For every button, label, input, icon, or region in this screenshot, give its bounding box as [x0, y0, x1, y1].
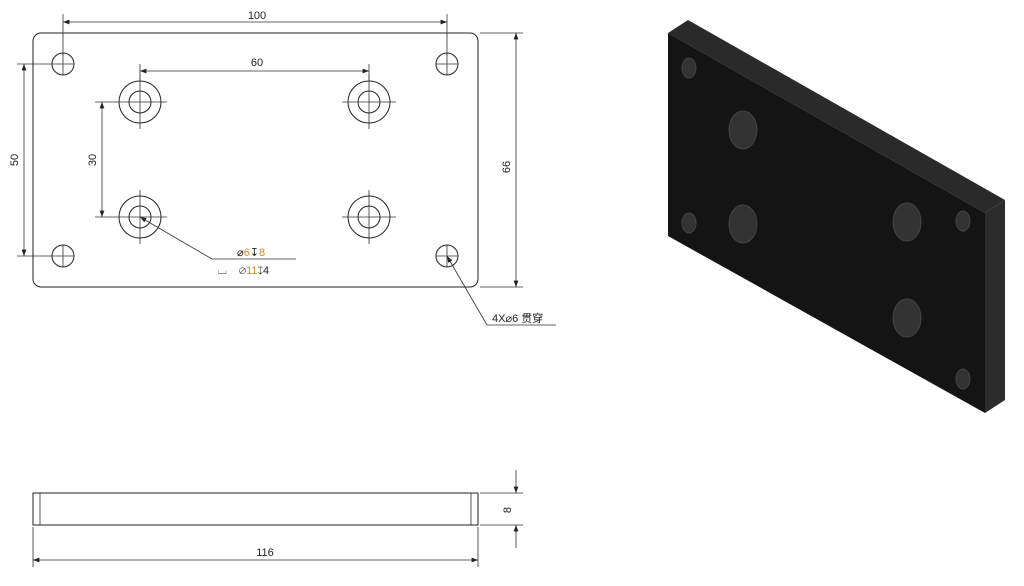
top-view: 100 60 30 50 66 ⌀6↧8 ⌴⌀11↧4 — [9, 10, 556, 326]
side-view: 8 116 — [32, 470, 523, 567]
dimension-116: 116 — [32, 527, 479, 567]
counterbore-hole — [342, 75, 396, 129]
through-hole — [435, 244, 459, 268]
diameter-symbol: ⌀ — [239, 265, 246, 277]
counterbore-hole — [342, 190, 396, 244]
depth-symbol: ↧ — [257, 265, 264, 277]
iso-counterbore-hole — [728, 110, 758, 150]
iso-counterbore-hole — [892, 202, 922, 242]
through-hole — [51, 244, 75, 268]
iso-through-hole — [681, 57, 697, 79]
front-face — [668, 33, 985, 413]
counterbore-hole — [113, 75, 167, 129]
through-hole-callout: 4X⌀6 贯穿 — [446, 255, 556, 326]
iso-through-hole — [955, 210, 971, 232]
through-hole — [51, 52, 75, 76]
dimension-100: 100 — [62, 10, 448, 56]
dim-label-hole-spacing-y: 30 — [87, 154, 99, 166]
top-edge-face — [668, 20, 1005, 213]
dim-label-length: 116 — [256, 547, 274, 559]
diameter-symbol: ⌀ — [237, 247, 244, 259]
callout-line-2: ⌴ ⌀11↧4 — [218, 265, 269, 277]
iso-through-hole — [955, 368, 971, 390]
hole-depth: 8 — [259, 247, 265, 259]
dimension-30: 30 — [87, 101, 113, 218]
dim-label-hole-spacing-x: 60 — [251, 57, 263, 69]
iso-through-hole — [681, 212, 697, 234]
through-hole — [435, 52, 459, 76]
dim-label-height: 66 — [501, 161, 513, 173]
counterbore-callout: ⌀6↧8 ⌴⌀11↧4 — [139, 216, 296, 277]
callout-line-1: ⌀6↧8 — [237, 247, 265, 259]
dimension-66: 66 — [480, 32, 523, 288]
callout-through-text: 4X⌀6 贯穿 — [492, 311, 543, 325]
isometric-view — [668, 20, 1005, 413]
dimension-8: 8 — [480, 470, 523, 548]
dimension-60: 60 — [139, 57, 370, 80]
dim-label-thickness: 8 — [502, 507, 514, 513]
iso-counterbore-hole — [728, 204, 758, 244]
side-outline — [32, 492, 479, 526]
iso-holes — [681, 57, 971, 390]
dimension-50: 50 — [9, 63, 52, 257]
hole-diameter: 6 — [244, 247, 250, 259]
depth-symbol: ↧ — [250, 247, 259, 259]
counterbore-symbol: ⌴ — [218, 265, 227, 277]
counterbore-depth: 4 — [263, 265, 269, 277]
dim-label-width: 100 — [248, 10, 266, 22]
side-face — [985, 200, 1005, 413]
dim-label-corner-spacing-y: 50 — [9, 154, 21, 166]
counterbore-diameter: 11 — [246, 265, 257, 277]
plate-outline — [32, 32, 479, 288]
through-holes — [51, 52, 459, 268]
counterbore-holes — [113, 75, 396, 244]
iso-counterbore-hole — [892, 298, 922, 338]
